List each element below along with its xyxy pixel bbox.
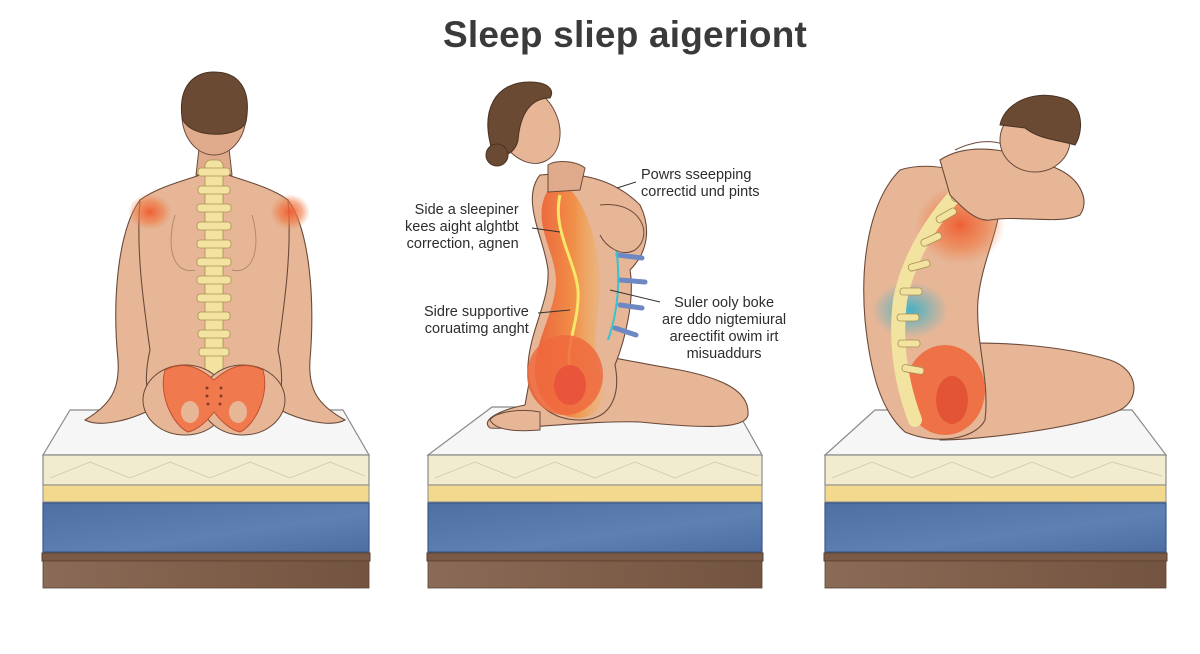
page-title: Sleep sliep aigeriont <box>442 14 808 55</box>
side-view-figure <box>485 81 749 432</box>
mattress-brown-band <box>41 552 371 562</box>
annotation-line: are ddo nigtemiural <box>662 312 787 328</box>
annotation-suler-only: Suler ooly boke are ddo nigtemiural aree… <box>662 295 786 363</box>
annotation-line: Suler ooly boke <box>674 295 775 311</box>
mattress-right <box>823 409 1168 589</box>
annotation-side-supportive: Sidre supportive coruatimg anght <box>424 304 529 338</box>
mattress-cream-layer <box>824 454 1167 486</box>
annotation-line: Side a sleepiner <box>414 202 519 218</box>
annotation-line: Powrs sseepping <box>641 167 752 183</box>
annotation-line: Sidre supportive <box>424 304 529 320</box>
mattress-cream-layer <box>427 454 763 486</box>
hunched-figure <box>863 94 1135 441</box>
mattress-left <box>41 409 371 589</box>
mattress-cream-layer <box>42 454 370 486</box>
annotation-line: areectifit owim irt <box>669 329 779 345</box>
mattress-blue-layer <box>824 502 1167 553</box>
mattress-brown-band <box>426 552 764 562</box>
mattress-yellow-layer <box>42 484 370 503</box>
mattress-brown-base <box>42 560 370 589</box>
annotation-line: misuaddurs <box>686 346 762 362</box>
annotation-line: correction, agnen <box>406 236 519 252</box>
annotation-line: coruatimg anght <box>424 321 529 337</box>
mattress-yellow-layer <box>824 484 1167 503</box>
mattress-yellow-layer <box>427 484 763 503</box>
mattress-brown-base <box>824 560 1167 589</box>
annotation-line: correctid und pints <box>641 184 760 200</box>
back-view-figure <box>83 71 347 436</box>
mattress-middle <box>426 406 764 589</box>
annotation-line: kees aight alghtbt <box>405 219 519 235</box>
mattress-brown-base <box>427 560 763 589</box>
mattress-blue-layer <box>42 502 370 553</box>
mattress-blue-layer <box>427 502 763 553</box>
mattress-brown-band <box>823 552 1168 562</box>
annotation-powers-sleeping: Powrs sseepping correctid und pints <box>641 167 759 201</box>
annotation-side-sleeper: Side a sleepiner kees aight alghtbt corr… <box>405 202 519 253</box>
